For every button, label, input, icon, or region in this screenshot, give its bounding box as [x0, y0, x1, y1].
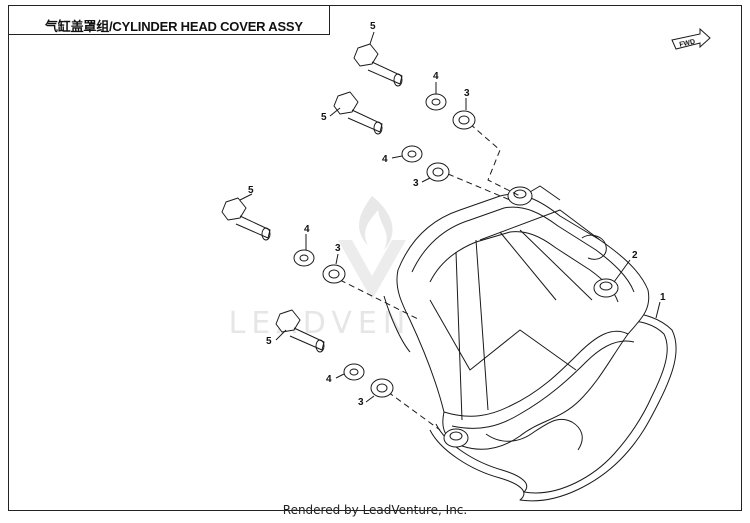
drawing-frame: [8, 5, 742, 511]
callout-3: 3: [464, 88, 470, 99]
callout-3: 3: [413, 178, 419, 189]
washer: [343, 363, 365, 381]
callout-1: 1: [660, 292, 666, 303]
washer: [293, 249, 315, 267]
assembly-leader-lines: [339, 123, 521, 431]
callout-4: 4: [433, 71, 439, 82]
callout-4: 4: [326, 374, 332, 385]
seal-grommet: [426, 162, 450, 182]
callout-labels: 5 4 3 5 4 3 5 4 3 5 4 3 2 1: [248, 21, 666, 408]
seal-grommet: [370, 378, 394, 398]
callout-2: 2: [632, 250, 638, 261]
washer: [401, 145, 423, 163]
callout-3: 3: [335, 243, 341, 254]
callout-5: 5: [248, 185, 254, 196]
bolt: [275, 309, 325, 353]
callout-5: 5: [266, 336, 272, 347]
washer: [425, 93, 447, 111]
callout-5: 5: [370, 21, 376, 32]
diagram-title: 气缸盖罩组/CYLINDER HEAD COVER ASSY: [45, 19, 303, 34]
mounting-boss-top: [507, 186, 533, 206]
footer-credit: Rendered by LeadVenture, Inc.: [282, 503, 468, 517]
bolt-set-c: [221, 197, 346, 284]
bolt-set-a: [353, 43, 476, 130]
seal-grommet: [452, 110, 476, 130]
bolt-set-b: [333, 91, 450, 182]
seal-grommet: [322, 264, 346, 284]
callout-leaders: [239, 31, 661, 403]
callout-3: 3: [358, 397, 364, 408]
mounting-boss-right: [593, 278, 619, 298]
mounting-boss-bottom: [443, 428, 469, 448]
fwd-arrow-icon: FWD: [671, 27, 711, 50]
title-box: 气缸盖罩组/CYLINDER HEAD COVER ASSY: [8, 5, 330, 35]
bolt: [333, 91, 383, 135]
cylinder-head-cover: [383, 185, 650, 451]
callout-5: 5: [321, 112, 327, 123]
callout-4: 4: [382, 154, 388, 165]
bolt-set-d: [275, 309, 394, 398]
fwd-label: FWD: [679, 39, 696, 49]
callout-4: 4: [304, 224, 310, 235]
bolt: [221, 197, 271, 241]
bolt: [353, 43, 403, 87]
